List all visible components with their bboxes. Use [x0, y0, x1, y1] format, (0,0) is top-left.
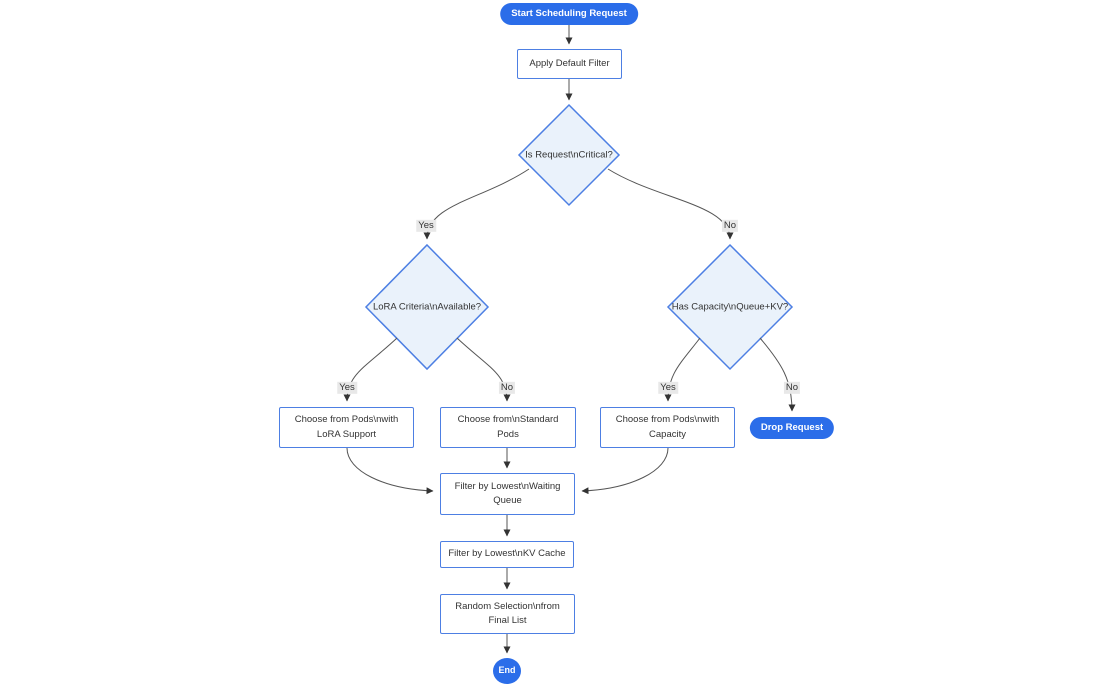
node-apply-filter-label: Apply Default Filter	[529, 57, 610, 69]
decision-has-capacity	[666, 243, 794, 371]
edge-label-capacity-no: No	[783, 381, 801, 395]
node-pods-standard-label: Choose from\nStandard Pods	[457, 414, 559, 440]
edge-label-lora-no: No	[498, 381, 516, 395]
edge-label-critical-yes: Yes	[416, 219, 436, 233]
node-apply-filter: Apply Default Filter	[517, 49, 622, 79]
node-pods-lora-label: Choose from Pods\nwith LoRA Support	[294, 414, 399, 440]
node-filter-queue: Filter by Lowest\nWaiting Queue	[440, 473, 575, 515]
node-end-label: End	[498, 665, 516, 676]
node-pods-lora: Choose from Pods\nwith LoRA Support	[279, 407, 414, 448]
edge-pods-lora-to-filter-queue	[346, 447, 434, 495]
node-random-selection: Random Selection\nfrom Final List	[440, 594, 575, 634]
edge-label-lora-yes: Yes	[337, 381, 357, 395]
node-pods-capacity-label: Choose from Pods\nwith Capacity	[615, 414, 720, 440]
edge-label-capacity-yes: Yes	[658, 381, 678, 395]
node-filter-kv: Filter by Lowest\nKV Cache	[440, 541, 574, 568]
edge-pods-capacity-to-filter-queue	[581, 447, 669, 495]
node-drop-request: Drop Request	[749, 417, 835, 439]
node-start-label: Start Scheduling Request	[511, 7, 627, 19]
edge-label-critical-no: No	[721, 219, 739, 233]
node-has-capacity-label: Has Capacity\nQueue+KV?	[671, 301, 789, 313]
node-drop-request-label: Drop Request	[760, 421, 824, 433]
node-pods-standard: Choose from\nStandard Pods	[440, 407, 576, 448]
node-is-critical-label: Is Request\nCritical?	[525, 149, 613, 161]
decision-is-critical	[517, 103, 621, 207]
node-filter-queue-label: Filter by Lowest\nWaiting Queue	[454, 480, 561, 506]
edge-is-critical-yes	[423, 168, 530, 240]
node-start: Start Scheduling Request	[500, 3, 638, 25]
node-filter-kv-label: Filter by Lowest\nKV Cache	[448, 548, 566, 560]
node-end: End	[493, 658, 521, 684]
edge-capacity-no	[759, 337, 796, 412]
node-pods-capacity: Choose from Pods\nwith Capacity	[600, 407, 735, 448]
node-random-selection-label: Random Selection\nfrom Final List	[455, 600, 560, 626]
edge-is-critical-no	[607, 168, 734, 240]
node-lora-criteria-label: LoRA Criteria\nAvailable?	[372, 301, 482, 313]
